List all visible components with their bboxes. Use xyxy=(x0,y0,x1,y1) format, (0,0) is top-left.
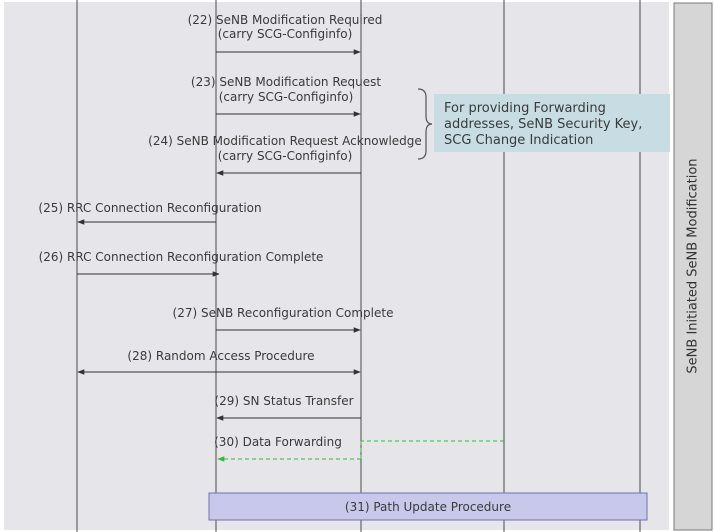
side-panel-background xyxy=(673,2,713,531)
msg-30-label: (30) Data Forwarding xyxy=(214,435,342,449)
curly-brace xyxy=(417,88,433,160)
msg-22-line1: (22) SeNB Modification Required xyxy=(188,13,383,27)
note-line-2: addresses, SeNB Security Key, xyxy=(444,117,642,132)
message-labels: (22) SeNB Modification Required (carry S… xyxy=(38,13,421,449)
msg-22-line2: (carry SCG-Configinfo) xyxy=(218,27,353,41)
msg-24-line2: (carry SCG-Configinfo) xyxy=(218,149,353,163)
msg-23-line1: (23) SeNB Modification Request xyxy=(191,75,381,89)
procedure-box-label: (31) Path Update Procedure xyxy=(345,500,511,514)
side-panel: SeNB Initiated SeNB Modification xyxy=(673,2,713,531)
forwarding-arrow xyxy=(217,440,504,462)
diagram-background xyxy=(4,2,669,530)
procedure-box-background xyxy=(208,492,648,521)
note-line-1: For providing Forwarding xyxy=(444,101,606,116)
note-box: For providing Forwarding addresses, SeNB… xyxy=(434,94,670,152)
message-arrows xyxy=(77,49,361,421)
side-panel-label: SeNB Initiated SeNB Modification xyxy=(686,158,701,373)
procedure-box: (31) Path Update Procedure xyxy=(208,492,648,521)
msg-29-label: (29) SN Status Transfer xyxy=(214,394,353,408)
note-box-background xyxy=(434,94,670,152)
msg-23-line2: (carry SCG-Configinfo) xyxy=(219,90,354,104)
msg-25-label: (25) RRC Connection Reconfiguration xyxy=(38,201,261,215)
msg-28-label: (28) Random Access Procedure xyxy=(127,349,314,363)
msg-26-label: (26) RRC Connection Reconfiguration Comp… xyxy=(39,250,324,264)
msg-27-label: (27) SeNB Reconfiguration Complete xyxy=(173,306,394,320)
msg-24-line1: (24) SeNB Modification Request Acknowled… xyxy=(148,134,422,148)
note-line-3: SCG Change Indication xyxy=(444,133,593,148)
